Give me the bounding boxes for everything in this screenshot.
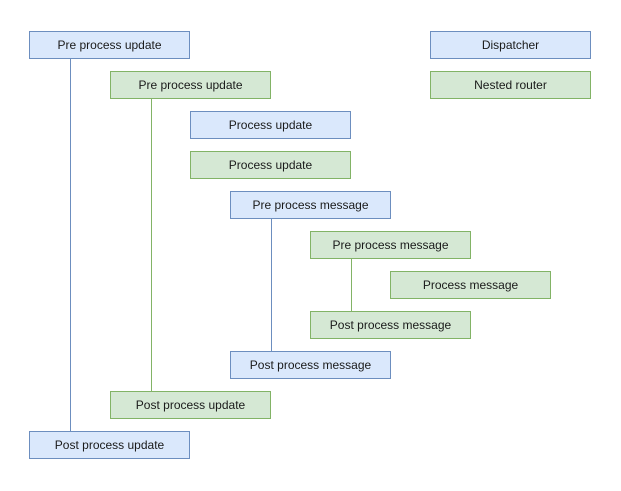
node-post-process-update-nested: Post process update	[110, 391, 271, 419]
node-pre-process-update-dispatcher: Pre process update	[29, 31, 190, 59]
connector-pre-post-process-update-nested	[151, 99, 152, 391]
legend-item-nested-router: Nested router	[430, 71, 591, 99]
node-post-process-update-dispatcher: Post process update	[29, 431, 190, 459]
node-post-process-message-dispatcher: Post process message	[230, 351, 391, 379]
connector-pre-post-process-message-dispatcher	[271, 219, 272, 351]
node-pre-process-message-dispatcher: Pre process message	[230, 191, 391, 219]
connector-pre-post-process-message-nested	[351, 259, 352, 311]
node-process-update-dispatcher: Process update	[190, 111, 351, 139]
node-post-process-message-nested: Post process message	[310, 311, 471, 339]
node-pre-process-update-nested: Pre process update	[110, 71, 271, 99]
node-process-update-nested: Process update	[190, 151, 351, 179]
node-pre-process-message-nested: Pre process message	[310, 231, 471, 259]
legend-item-dispatcher: Dispatcher	[430, 31, 591, 59]
connector-pre-post-process-update-dispatcher	[70, 59, 71, 431]
node-process-message-nested: Process message	[390, 271, 551, 299]
